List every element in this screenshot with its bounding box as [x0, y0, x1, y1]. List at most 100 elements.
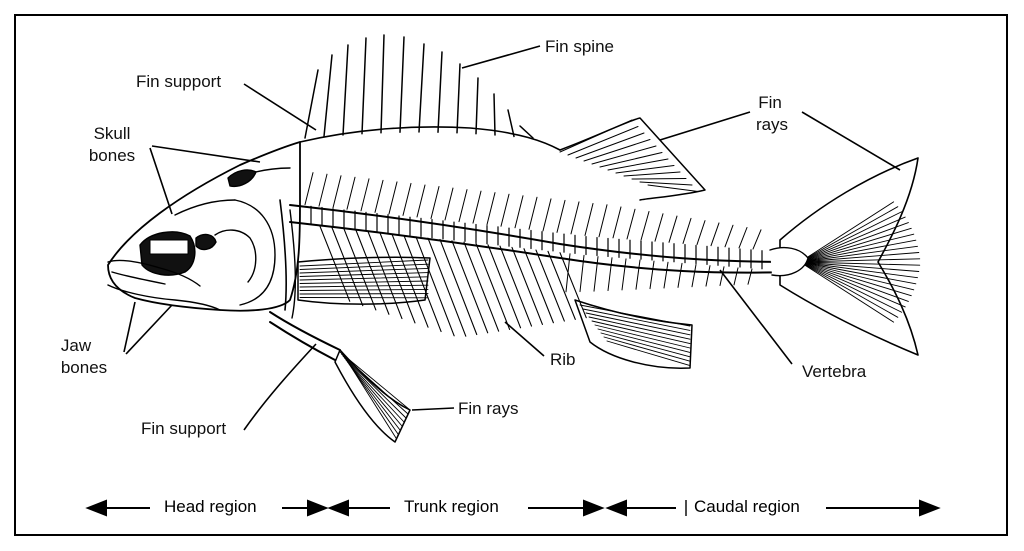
neural-spine: [388, 181, 398, 215]
caudal-ray: [799, 261, 921, 266]
soft-dorsal-ray: [599, 152, 663, 168]
pelvic-ray: [347, 361, 401, 431]
caudal-ray: [799, 227, 912, 263]
neural-spine: [640, 210, 650, 241]
neural-spine: [346, 176, 356, 210]
leader-jaw-1: [123, 301, 136, 353]
rib: [451, 240, 489, 334]
label-skull-bones-line1: Skull: [93, 124, 131, 143]
caudal-ray: [799, 239, 917, 263]
dorsal-spine: [323, 54, 333, 138]
head-arrow-left: [85, 499, 107, 517]
soft-dorsal-ray: [591, 145, 657, 165]
soft-dorsal-ray: [639, 181, 693, 186]
haemal-spine: [649, 260, 655, 290]
region-arrows: [85, 499, 941, 517]
leader-fin-rays-bottom: [411, 407, 455, 411]
rib: [523, 248, 554, 324]
caudal-arrow-left: [605, 499, 627, 517]
neural-spine: [626, 208, 636, 240]
haemal-spine: [677, 262, 683, 288]
rib: [319, 225, 351, 302]
label-skull-bones-line2: bones: [88, 146, 136, 165]
dorsal-spine: [493, 93, 496, 136]
rib: [463, 241, 500, 332]
soft-dorsal-ray: [615, 165, 675, 174]
neural-spine: [402, 182, 412, 216]
pectoral-ray: [299, 263, 429, 270]
leader-skull-1: [149, 147, 173, 215]
caudal-ray: [799, 261, 909, 302]
neural-spine: [500, 193, 510, 227]
rib: [475, 242, 511, 331]
caudal-ray: [799, 233, 915, 263]
anal-ray: [597, 328, 691, 353]
neural-spine: [528, 196, 538, 230]
leader-fin-spine: [461, 45, 541, 69]
caudal-ray: [799, 261, 912, 297]
pelvic-ray: [348, 363, 399, 435]
haemal-spine: [705, 265, 711, 287]
caudal-ray: [799, 261, 899, 318]
neural-spine: [430, 186, 440, 220]
soft-dorsal-ray: [583, 139, 651, 162]
neural-spine: [486, 192, 496, 226]
dorsal-spine: [456, 63, 461, 134]
leader-skull-2: [151, 145, 261, 163]
neural-spine: [738, 227, 748, 249]
leader-fin-support-top: [243, 83, 317, 131]
lower-jaw: [107, 284, 221, 311]
neural-spines: [304, 172, 762, 250]
label-fin-rays-top-line2: rays: [755, 115, 789, 134]
rib: [499, 245, 533, 327]
haemal-spine: [719, 266, 725, 286]
haemal-spine: [565, 253, 571, 293]
head-arrow-right: [307, 499, 329, 517]
vertebral-column: [289, 204, 791, 263]
neural-spine: [654, 213, 664, 242]
neural-spine: [444, 187, 454, 221]
caudal-ray: [799, 201, 895, 263]
dorsal-spine: [342, 44, 349, 136]
leader-lines: [123, 45, 901, 431]
haemal-spine: [733, 267, 739, 286]
caudal-ray: [799, 216, 906, 263]
neural-spine: [668, 215, 678, 243]
leader-fin-support-bottom: [243, 343, 317, 431]
caudal-ray: [799, 261, 903, 313]
anal-ray: [591, 320, 691, 345]
leader-jaw-2: [125, 304, 173, 355]
leader-fin-rays-top-2: [801, 111, 901, 171]
label-vertebra: Vertebra: [802, 362, 867, 381]
neural-spine: [570, 201, 580, 235]
neural-spine: [332, 175, 342, 209]
haemal-spine: [747, 268, 753, 285]
neural-spine: [458, 189, 468, 223]
skull-outline: [107, 141, 301, 312]
dorsal-spine: [437, 51, 443, 133]
label-caudal-region: Caudal region: [694, 497, 800, 516]
caudal-ray: [799, 261, 915, 291]
rib: [331, 227, 364, 307]
dorsal-spine: [361, 37, 367, 135]
dorsal-spine: [418, 43, 425, 133]
soft-dorsal-ray: [567, 126, 639, 156]
leader-vertebra: [719, 269, 793, 365]
haemal-spine: [579, 254, 585, 293]
label-head-region: Head region: [164, 497, 257, 516]
caudal-ray: [799, 261, 895, 323]
soft-dorsal-ray: [631, 178, 687, 180]
rib: [415, 236, 455, 337]
neural-spine: [696, 220, 706, 246]
neural-spine: [360, 178, 370, 212]
neural-spine: [752, 229, 762, 250]
pectoral-fin-rays: [299, 259, 429, 299]
pectoral-ray: [299, 284, 429, 288]
anal-ray: [600, 332, 691, 358]
anal-ray: [594, 324, 691, 349]
neural-spine: [514, 195, 524, 229]
haemal-spine: [621, 258, 627, 291]
haemal-spine: [691, 263, 697, 288]
dorsal-fin-spines: [304, 34, 534, 139]
neural-spine: [374, 179, 384, 213]
